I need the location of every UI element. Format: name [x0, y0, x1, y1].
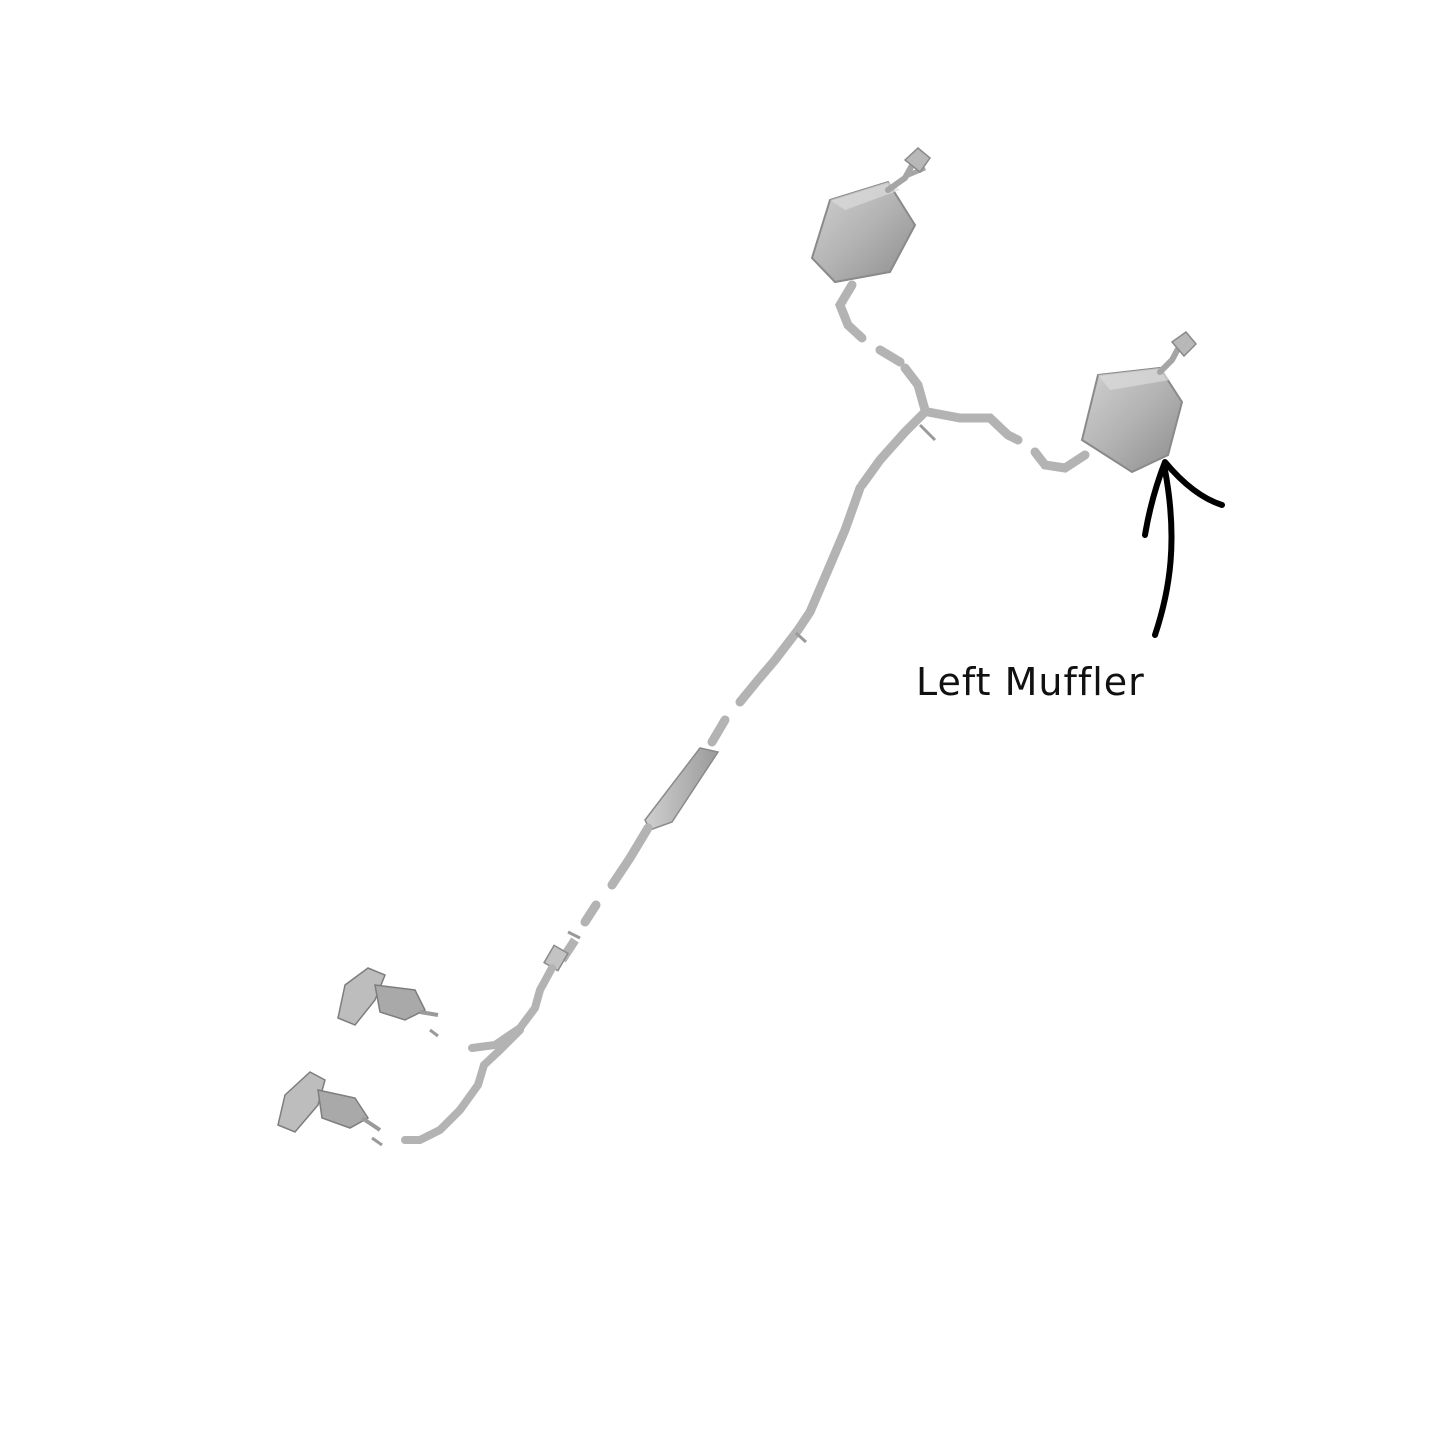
- left-muffler-label: Left Muffler: [916, 660, 1145, 704]
- intermediate-pipe: [735, 483, 865, 707]
- curved-up-arrow-icon: [1142, 459, 1225, 638]
- right-muffler: [810, 147, 932, 284]
- resonator-pipe: [607, 715, 730, 890]
- left-muffler-inlet-pipe: [1030, 447, 1090, 473]
- y-pipe: [857, 345, 1023, 490]
- left-muffler: [1080, 330, 1198, 474]
- front-pipe: [401, 900, 601, 1144]
- right-muffler-inlet-pipe: [834, 280, 867, 343]
- upper-catalytic-converter: [337, 967, 439, 1038]
- lower-catalytic-converter: [277, 1071, 383, 1147]
